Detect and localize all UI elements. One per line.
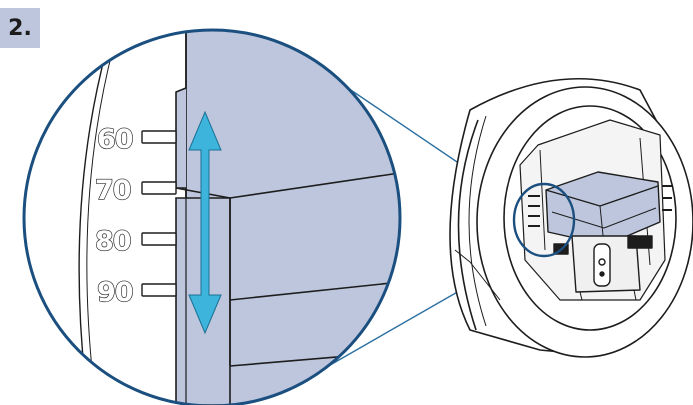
double-arrow-icon bbox=[188, 110, 222, 335]
step-number-badge: 2. bbox=[0, 8, 40, 48]
scale-label-90: 90 bbox=[97, 277, 133, 308]
scale-ticks bbox=[141, 130, 177, 297]
scale-tick-80 bbox=[141, 232, 177, 246]
magnifier-circle bbox=[22, 28, 402, 405]
detail-focus-circle bbox=[512, 182, 576, 258]
scale-tick-70 bbox=[141, 181, 177, 195]
scale-label-80: 80 bbox=[95, 226, 131, 257]
scale-tick-60 bbox=[141, 130, 177, 144]
scale-label-70: 70 bbox=[95, 175, 131, 206]
scale-label-60: 60 bbox=[97, 124, 133, 155]
scale-tick-90 bbox=[141, 283, 177, 297]
